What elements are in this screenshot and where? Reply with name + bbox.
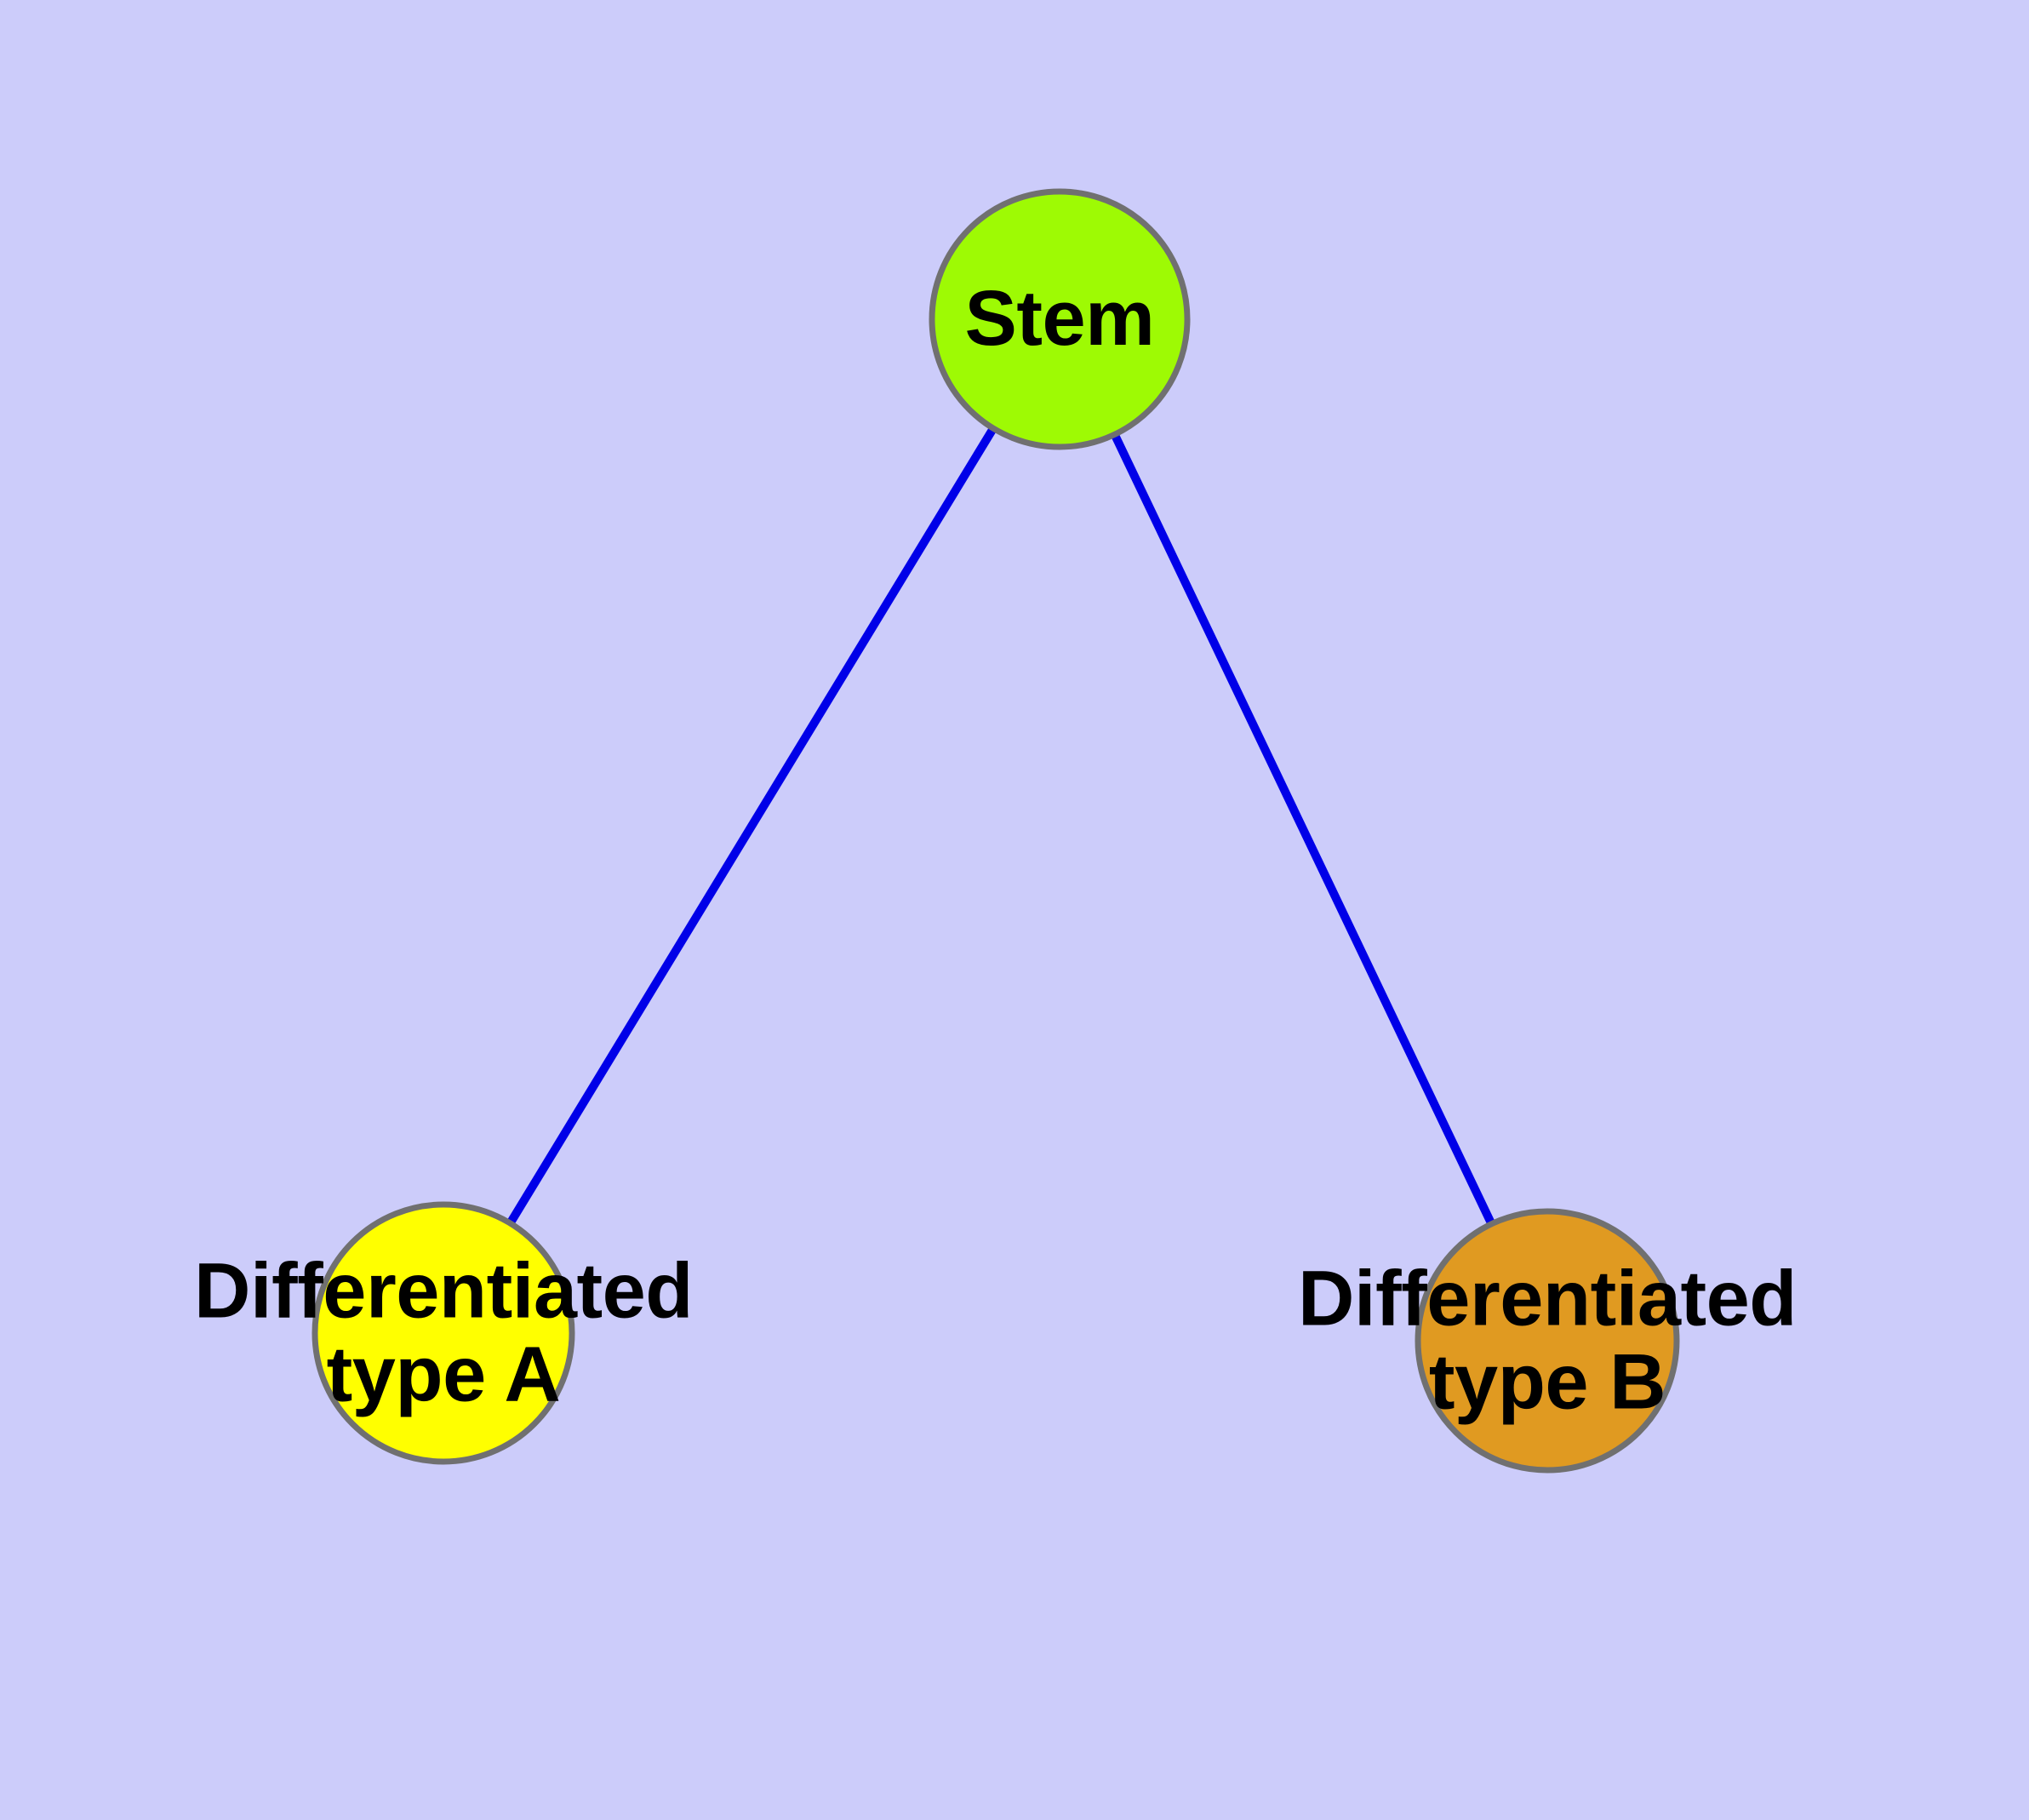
edges-layer: [439, 317, 1552, 1343]
edge-stem-a[interactable]: [439, 317, 1064, 1336]
node-diff_a[interactable]: [311, 1201, 575, 1465]
node-stem[interactable]: [929, 188, 1191, 450]
edge-stem-b[interactable]: [1055, 317, 1552, 1343]
node-diff_b[interactable]: [1415, 1208, 1680, 1474]
nodes-layer: [311, 188, 1680, 1474]
